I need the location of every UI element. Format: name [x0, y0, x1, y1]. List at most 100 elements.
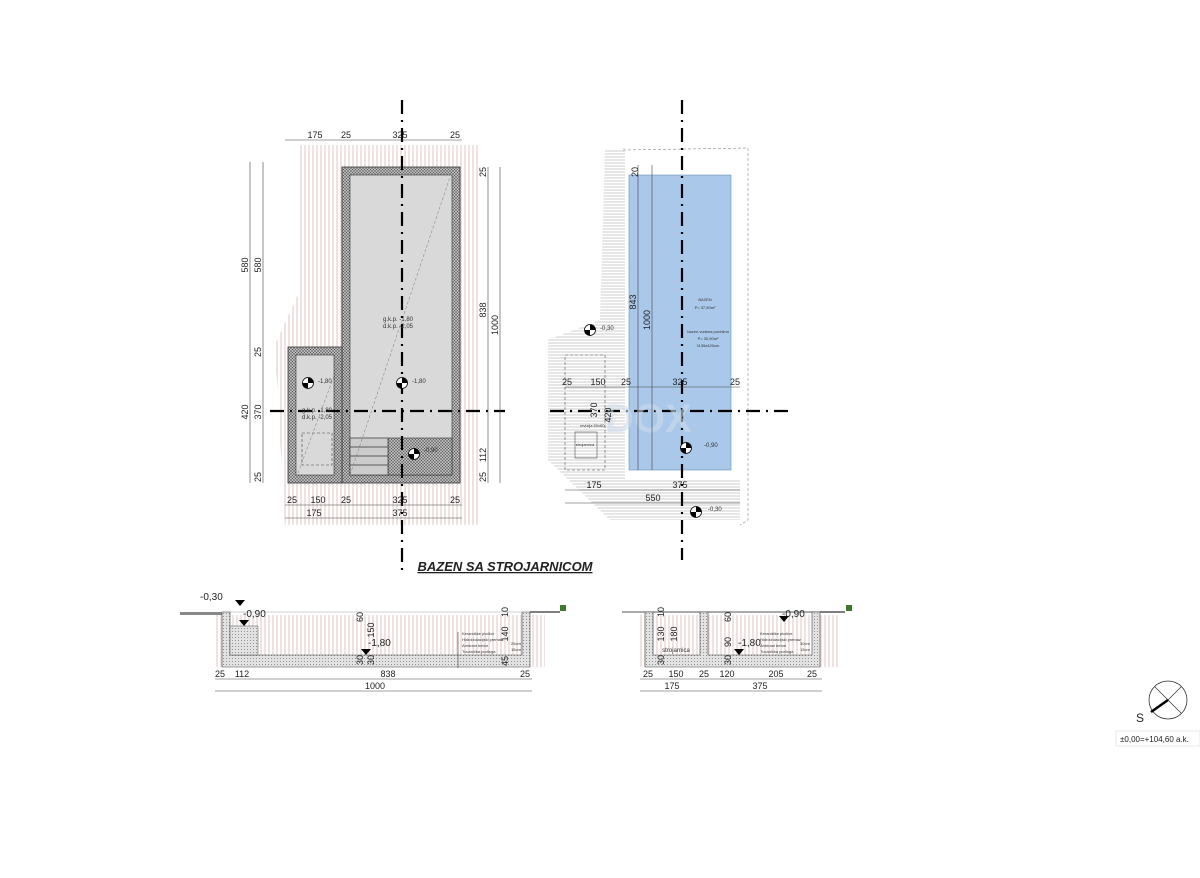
datum-label: ±0,00=+104,60 a.k. — [1120, 735, 1189, 744]
north-arrow: S — [1136, 680, 1188, 725]
marker-label: -1,80 — [318, 379, 332, 385]
section-shell — [644, 611, 821, 668]
dim-label: 140 — [500, 626, 510, 641]
dim-label: 843 — [628, 294, 638, 309]
dim-label: 25 — [287, 495, 297, 505]
dim-label: 120 — [719, 669, 734, 679]
level-triangle-icon — [779, 616, 789, 622]
level-label: -0,90 — [782, 609, 805, 620]
layer-label: Tucanička podloga — [760, 649, 794, 654]
dim-label: 25 — [621, 377, 631, 387]
dim-label: 325 — [672, 377, 687, 387]
dim-label: 150 — [310, 495, 325, 505]
dim-label: 30 — [355, 655, 365, 665]
layer-label: Tucanička podloga — [462, 649, 496, 654]
layer-label: Armirani beton — [760, 643, 786, 648]
level-label: -1,80 — [368, 638, 391, 649]
shallow-step — [387, 437, 453, 476]
dim-label: 25 — [450, 130, 460, 140]
level-triangle-icon — [239, 620, 249, 626]
dim-label: 25 — [478, 472, 488, 482]
dim-label: 205 — [768, 669, 783, 679]
dim-label: 25 — [562, 377, 572, 387]
dim-label: 1000 — [365, 681, 385, 691]
dim-label: 370 — [589, 402, 599, 417]
dim-label: 175 — [306, 508, 321, 518]
level-marker-icon — [584, 324, 596, 336]
level-triangle-icon — [361, 649, 371, 655]
north-label: S — [1136, 711, 1144, 725]
machine-room-slab — [295, 354, 335, 476]
stairs-section — [229, 625, 259, 656]
level-triangle-icon — [734, 649, 744, 655]
slope-line — [349, 176, 451, 476]
dim-label: 175 — [586, 480, 601, 490]
dim-label: 175 — [664, 681, 679, 691]
dim-label: 20 — [630, 167, 640, 177]
dim-label: 25 — [341, 495, 351, 505]
level-marker-icon — [690, 506, 702, 518]
layer-thickness: 15cm — [800, 647, 810, 652]
level-triangle-icon — [235, 600, 245, 606]
dim-label: 25 — [520, 669, 530, 679]
dim-label: 25 — [807, 669, 817, 679]
dim-label: 25 — [643, 669, 653, 679]
dim-label: 1000 — [642, 310, 652, 330]
pool-water — [628, 174, 732, 471]
dim-label: 112 — [478, 448, 488, 462]
dim-label: 10 — [656, 607, 666, 617]
dim-label: 150 — [366, 622, 376, 637]
dim-label: 180 — [669, 626, 679, 641]
dim-label: 25 — [478, 167, 488, 177]
dim-label: 1000 — [490, 315, 500, 335]
layer-label: Keramičke pločice — [462, 631, 495, 636]
water-area: P= 30,90m² — [698, 336, 719, 341]
room-level-top: g.k.p. -1,80 — [302, 408, 333, 414]
section-2: -0,90 -1,80 strojarnica 10 130 180 30 60… — [622, 605, 852, 692]
level-marker-icon — [408, 448, 420, 460]
dim-label: 580 — [240, 257, 250, 272]
stairs — [349, 437, 389, 476]
ground-slab — [180, 612, 222, 615]
pool-name: BAZEN — [698, 297, 711, 302]
layer-thickness: 15cm — [511, 647, 521, 652]
dim-label: 325 — [392, 495, 407, 505]
compass-icon — [1148, 680, 1188, 720]
water-label: bazen vodena površina — [687, 329, 729, 334]
layer-label: Hidroizolacijski premaz — [760, 637, 801, 642]
plot-boundary — [622, 147, 749, 526]
layer-label: Keramičke pločice — [760, 631, 793, 636]
dim-label: 25 — [215, 669, 225, 679]
pool-level-top: g.k.p. -1,80 — [383, 317, 414, 323]
plan-right: DOX -0,30 -0,90 -0,30 BAZEN P= 37,50m² b… — [548, 100, 790, 560]
dim-label: 375 — [392, 508, 407, 518]
dim-label: 112 — [235, 669, 249, 679]
level-marker-icon — [680, 442, 692, 454]
hatch-label: revizija 60x60 — [580, 423, 605, 428]
level-label: -1,80 — [738, 638, 761, 649]
dim-label: 30 — [366, 655, 376, 665]
plant-icon — [560, 605, 566, 611]
level-marker-icon — [396, 377, 408, 389]
dimensions-right-plan: 20 843 1000 370 420 25 150 25 325 25 175… — [562, 165, 740, 504]
hatch-opening — [301, 432, 333, 466]
dim-label: 150 — [590, 377, 605, 387]
dim-label: 420 — [603, 407, 613, 422]
terrace-hatch — [548, 148, 740, 520]
marker-label: -0,90 — [704, 443, 718, 449]
drawing-title: BAZEN SA STROJARNICOM — [417, 559, 593, 574]
dim-label: 325 — [392, 130, 407, 140]
dim-label: 375 — [672, 480, 687, 490]
dim-label: 45 — [500, 656, 510, 666]
hatch-opening — [574, 431, 598, 459]
marker-label: -0,30 — [600, 326, 614, 332]
dim-label: 25 — [730, 377, 740, 387]
section-1: -0,30 -0,90 -1,80 10 140 45 60 150 30 30… — [180, 592, 566, 692]
water-size: 1135x420cm — [697, 343, 720, 348]
dimensions-left-plan: 175 25 325 25 25 150 25 325 25 175 375 5… — [240, 130, 501, 519]
dim-label: 580 — [253, 257, 263, 272]
dim-label: 30 — [656, 655, 666, 665]
level-label: -0,90 — [243, 609, 266, 620]
dim-label: 25 — [253, 472, 263, 482]
